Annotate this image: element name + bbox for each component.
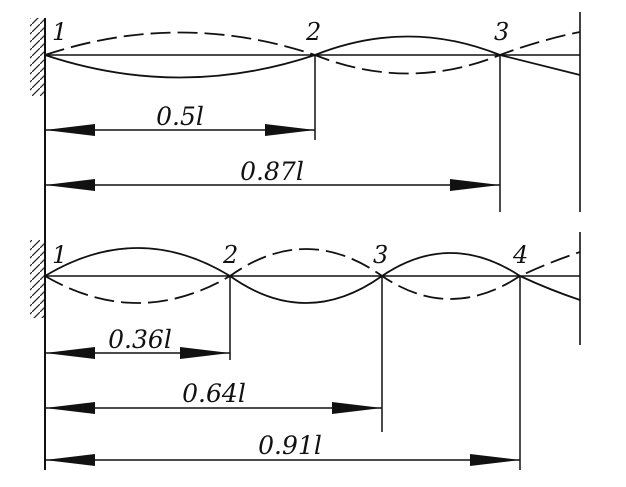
dimension-0.64l: 0.64l [45, 379, 382, 414]
node-label-2: 2 [222, 241, 238, 269]
mode-shape-dashed [44, 248, 581, 304]
node-label-3: 3 [494, 18, 509, 46]
fixed-support-hatch [30, 18, 44, 96]
dimension-0.91l: 0.91l [45, 431, 520, 466]
dimension-0.87l: 0.87l [45, 157, 500, 191]
dimension-label-0.91l: 0.91l [258, 431, 322, 460]
top-diagram: 1 2 3 0.5l 0.87l [30, 12, 581, 470]
dimension-label-0.64l: 0.64l [182, 379, 246, 408]
dimension-label-0.36l: 0.36l [108, 325, 172, 354]
dimension-0.5l: 0.5l [45, 102, 315, 136]
mode-shape-solid [44, 247, 581, 304]
mode-shape-dashed [44, 31, 581, 75]
node-label-1: 1 [52, 241, 67, 269]
node-label-4: 4 [512, 241, 528, 269]
node-label-1: 1 [52, 18, 67, 46]
dimension-0.36l: 0.36l [45, 325, 230, 359]
fixed-support-hatch [30, 240, 44, 318]
mode-shape-solid [44, 35, 581, 79]
bottom-diagram: 1 2 3 4 0.36l 0.64l 0.91l [30, 232, 581, 470]
node-label-2: 2 [305, 18, 321, 46]
dimension-label-0.5l: 0.5l [156, 102, 204, 131]
node-label-3: 3 [373, 241, 388, 269]
dimension-label-0.87l: 0.87l [240, 157, 304, 186]
